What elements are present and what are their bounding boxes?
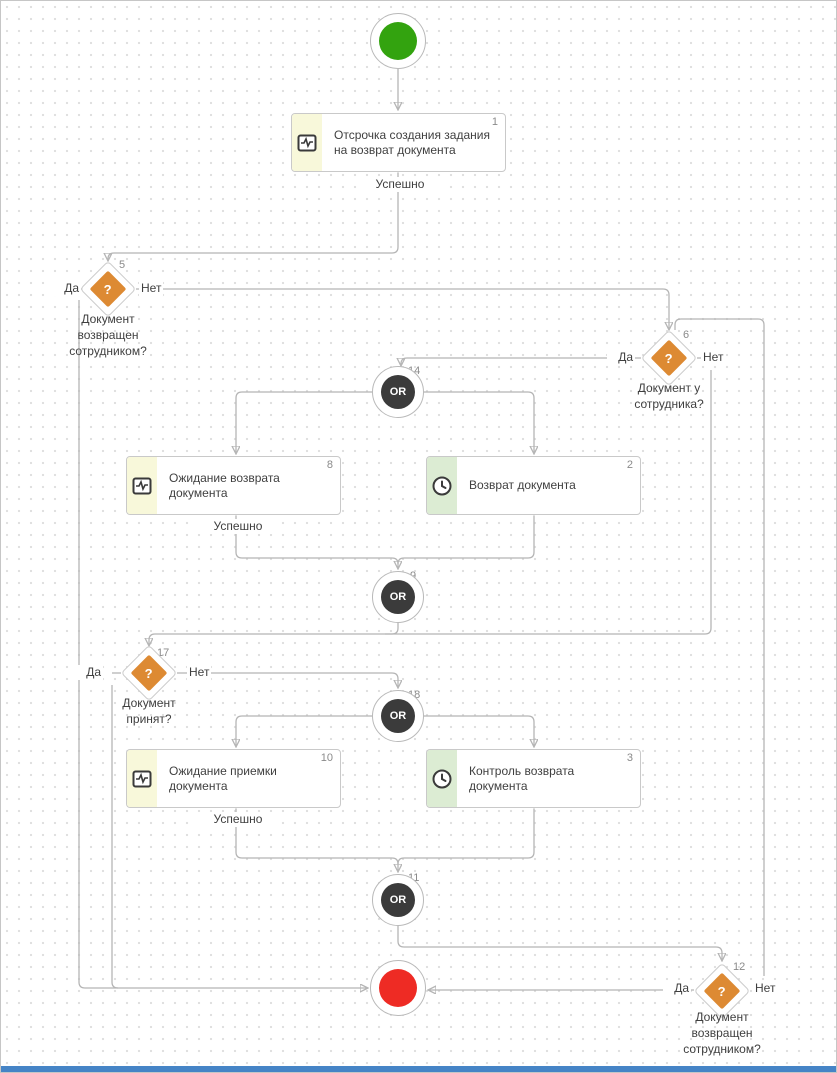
branch-label-yes: Да: [607, 350, 635, 365]
task-type-strip: [427, 750, 457, 807]
connector-or9-merge: [385, 623, 399, 635]
activity-icon: [297, 134, 317, 151]
gateway-number: 11: [408, 872, 420, 884]
decision-doc-returned-by-employee[interactable]: ?: [79, 260, 137, 318]
branch-label-yes: Да: [663, 981, 691, 996]
task-type-strip: [292, 114, 322, 171]
question-icon: ?: [89, 270, 127, 308]
task-number: 2: [626, 459, 633, 471]
connector-or18-task3: [424, 715, 534, 746]
task-number: 8: [326, 459, 333, 471]
task-number: 3: [626, 752, 633, 764]
connector-no5-decision6: [136, 288, 669, 329]
task-control-doc-return[interactable]: 3 Контроль возврата документа: [426, 749, 641, 808]
connector-or14-task2: [424, 391, 534, 453]
or-gateway-11[interactable]: OR: [372, 874, 424, 926]
decision-question: Документ возвращен сотрудником?: [683, 1010, 761, 1056]
clock-icon: [432, 476, 452, 495]
decision-question: Документ принят?: [122, 696, 176, 726]
question-icon: ?: [703, 972, 741, 1010]
task-number: 10: [320, 752, 333, 764]
connector-yes6-or14: [401, 357, 641, 365]
decision-question: Документ возвращен сотрудником?: [69, 312, 147, 358]
question-icon: ?: [650, 339, 688, 377]
transition-label-success: Успешно: [196, 519, 280, 534]
branch-label-no: Нет: [701, 350, 726, 365]
start-event[interactable]: [370, 13, 426, 69]
task-title: Ожидание возврата документа: [169, 470, 280, 500]
clock-icon: [432, 769, 452, 788]
branch-label-no: Нет: [139, 281, 164, 296]
task-type-strip: [427, 457, 457, 514]
end-event-icon: [379, 969, 417, 1007]
task-type-strip: [127, 750, 157, 807]
task-title: Отсрочка создания задания на возврат док…: [334, 127, 490, 157]
task-wait-doc-return[interactable]: 8 Ожидание возврата документа: [126, 456, 341, 515]
activity-icon: [132, 770, 152, 787]
or-gateway-label: OR: [381, 375, 415, 409]
task-title: Ожидание приемки документа: [169, 763, 277, 793]
task-number: 1: [491, 116, 498, 128]
task-title: Возврат документа: [469, 478, 576, 492]
connector-no12-decision6-loop: [674, 318, 765, 976]
decision-question: Документ у сотрудника?: [634, 381, 704, 411]
connector-task3-or11: [397, 808, 535, 865]
decision-number: 6: [683, 329, 690, 341]
decision-number: 5: [119, 259, 126, 271]
branch-label-no: Нет: [753, 981, 778, 996]
or-gateway-label: OR: [381, 699, 415, 733]
task-title: Контроль возврата документа: [469, 763, 575, 793]
branch-label-yes: Да: [53, 281, 81, 296]
connector-yes17-merge: [111, 685, 119, 989]
end-event[interactable]: [370, 960, 426, 1016]
or-gateway-9[interactable]: OR: [372, 571, 424, 623]
connector-task1-decision5: [108, 172, 399, 260]
connector-yes5-end: [78, 300, 367, 988]
or-gateway-label: OR: [381, 883, 415, 917]
branch-label-no: Нет: [187, 665, 212, 680]
activity-icon: [132, 477, 152, 494]
transition-label-success: Успешно: [358, 177, 442, 192]
question-icon: ?: [130, 654, 168, 692]
horizontal-scrollbar[interactable]: [1, 1066, 836, 1072]
start-event-icon: [379, 22, 417, 60]
connector-or11-decision12: [397, 926, 722, 960]
connector-or14-task8: [236, 391, 372, 453]
or-gateway-18[interactable]: OR: [372, 690, 424, 742]
branch-label-yes: Да: [75, 665, 103, 680]
task-delay-create-return[interactable]: 1 Отсрочка создания задания на возврат д…: [291, 113, 506, 172]
task-doc-return[interactable]: 2 Возврат документа: [426, 456, 641, 515]
connector-task2-or9: [397, 515, 535, 565]
decision-number: 12: [733, 961, 746, 973]
connector-or18-task10: [236, 715, 372, 746]
or-gateway-14[interactable]: OR: [372, 366, 424, 418]
transition-label-success: Успешно: [196, 812, 280, 827]
or-gateway-label: OR: [381, 580, 415, 614]
task-type-strip: [127, 457, 157, 514]
task-wait-doc-acceptance[interactable]: 10 Ожидание приемки документа: [126, 749, 341, 808]
